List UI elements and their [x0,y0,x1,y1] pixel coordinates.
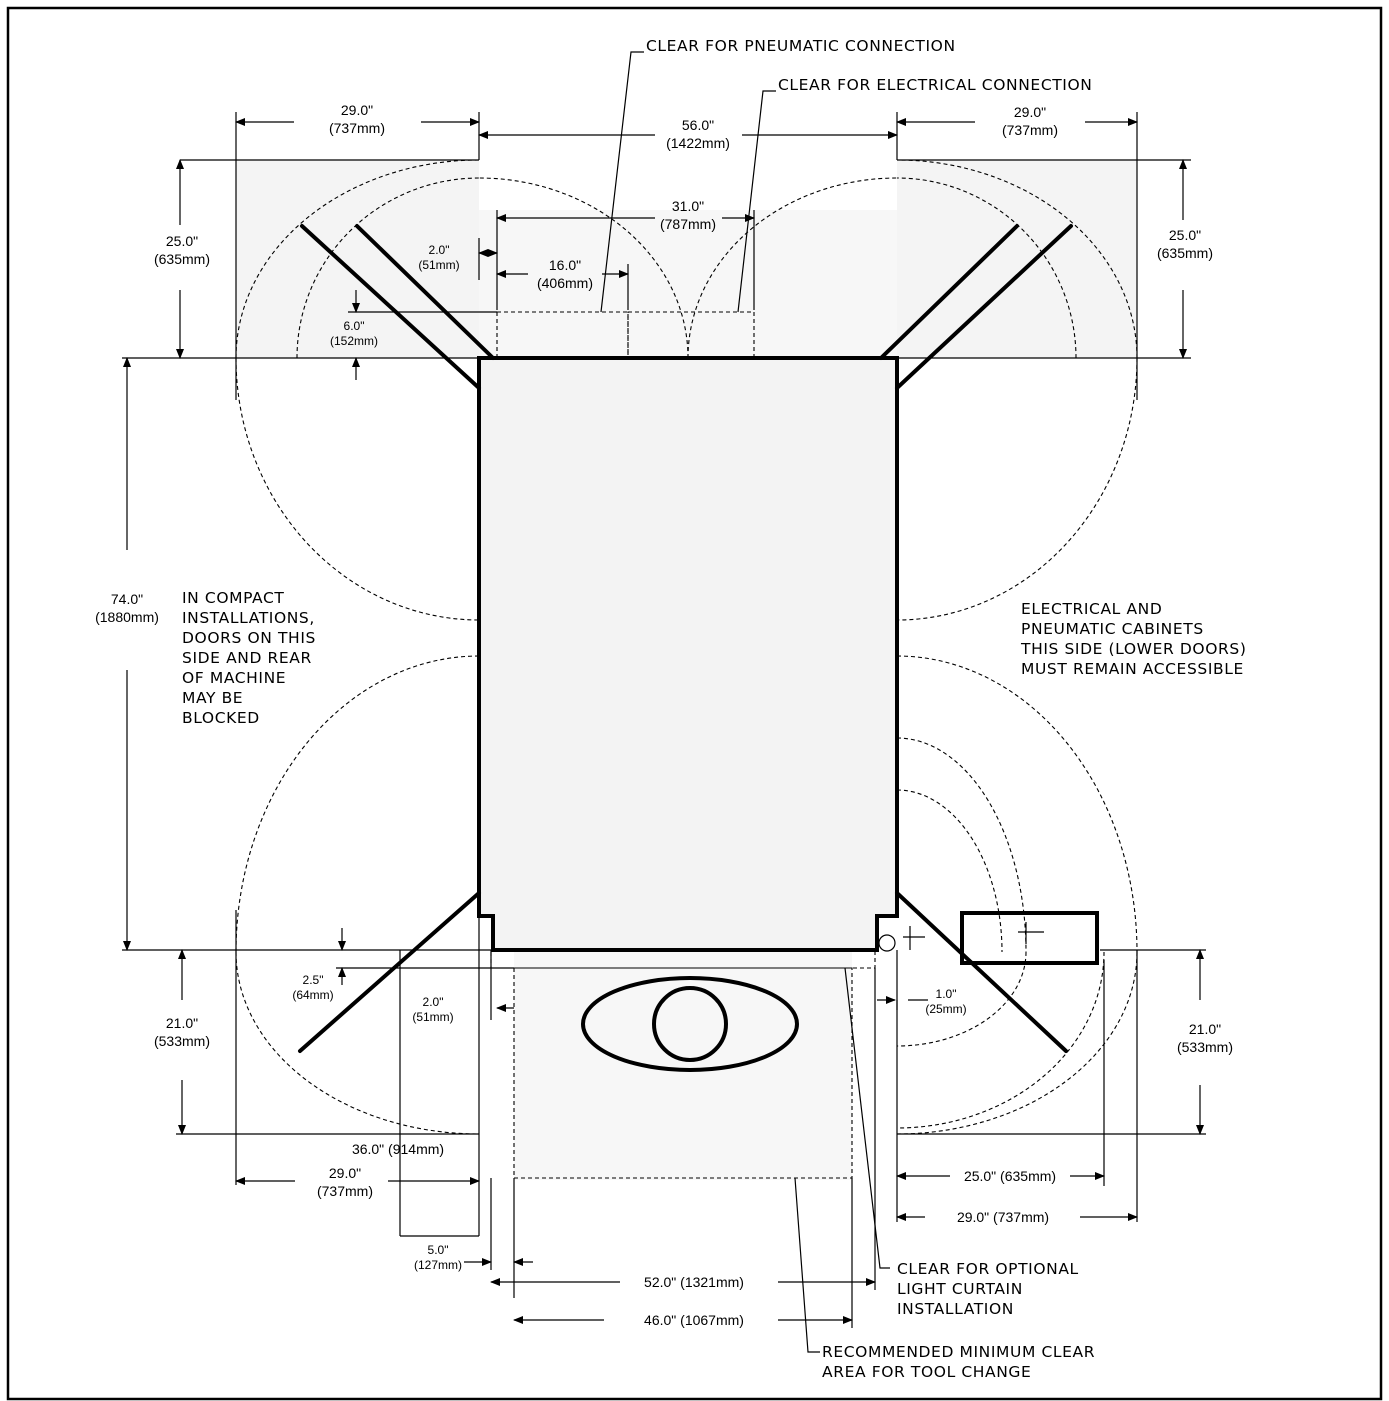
note-light-curtain: CLEAR FOR OPTIONAL LIGHT CURTAIN INSTALL… [897,1260,1084,1318]
svg-text:56.0"(1422mm): 56.0"(1422mm) [666,117,730,151]
electrical-cabinet-box [960,911,1099,965]
note-electrical: CLEAR FOR ELECTRICAL CONNECTION [778,76,1092,94]
svg-text:29.0"(737mm): 29.0"(737mm) [317,1165,373,1199]
page-frame [6,6,1383,1401]
svg-text:52.0" (1321mm): 52.0" (1321mm) [644,1274,744,1290]
svg-text:2.0"(51mm): 2.0"(51mm) [412,995,453,1024]
svg-text:1.0"(25mm): 1.0"(25mm) [925,987,966,1016]
note-pneumatic: CLEAR FOR PNEUMATIC CONNECTION [646,37,956,55]
svg-text:46.0" (1067mm): 46.0" (1067mm) [644,1312,744,1328]
svg-text:25.0"(635mm): 25.0"(635mm) [154,233,210,267]
annotation-notes: CLEAR FOR PNEUMATIC CONNECTION CLEAR FOR… [182,37,1252,1381]
tool-change-zone [514,950,852,1180]
rear-center-clearance-zone [479,210,897,358]
note-tool-change: RECOMMENDED MINIMUM CLEAR AREA FOR TOOL … [822,1343,1101,1381]
tool-change-area [513,967,853,1179]
dimension-labels: 29.0"(737mm) 56.0"(1422mm) 29.0"(737mm) … [95,102,1233,1328]
worktable-ellipse [581,976,799,1072]
pneumatic-connection-box [496,311,629,359]
svg-text:21.0"(533mm): 21.0"(533mm) [154,1015,210,1049]
svg-text:29.0" (737mm): 29.0" (737mm) [957,1209,1049,1225]
corner-post [878,934,896,952]
svg-text:2.0"(51mm): 2.0"(51mm) [418,243,459,272]
rear-right-clearance-zone [897,160,1137,358]
dimension-lines [122,51,1206,1353]
svg-text:21.0"(533mm): 21.0"(533mm) [1177,1021,1233,1055]
spindle-circle [652,986,728,1062]
svg-text:25.0"(635mm): 25.0"(635mm) [1157,227,1213,261]
note-cabinets: ELECTRICAL AND PNEUMATIC CABINETS THIS S… [1020,600,1252,678]
svg-text:5.0"(127mm): 5.0"(127mm) [414,1243,462,1272]
svg-text:36.0" (914mm): 36.0" (914mm) [352,1141,444,1157]
svg-text:29.0"(737mm): 29.0"(737mm) [329,102,385,136]
svg-text:2.5"(64mm): 2.5"(64mm) [292,973,333,1002]
svg-text:29.0"(737mm): 29.0"(737mm) [1002,104,1058,138]
door-panels [298,224,1073,1053]
svg-text:6.0"(152mm): 6.0"(152mm) [330,319,378,348]
svg-text:74.0"(1880mm): 74.0"(1880mm) [95,591,159,625]
svg-text:31.0"(787mm): 31.0"(787mm) [660,198,716,232]
door-swing-arcs [235,159,1138,1135]
svg-text:16.0"(406mm): 16.0"(406mm) [537,257,593,291]
rear-left-clearance-zone [236,160,479,358]
note-compact: IN COMPACT INSTALLATIONS, DOORS ON THIS … [182,589,321,727]
svg-text:25.0" (635mm): 25.0" (635mm) [964,1168,1056,1184]
machine-outline [477,356,899,952]
